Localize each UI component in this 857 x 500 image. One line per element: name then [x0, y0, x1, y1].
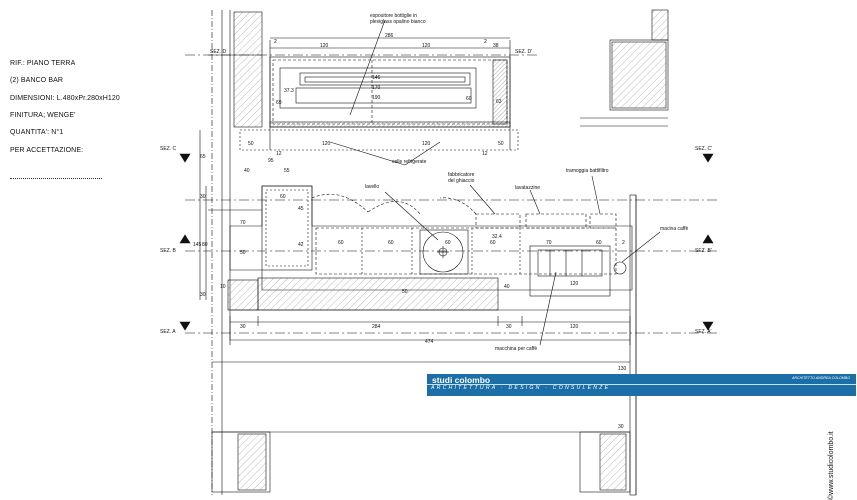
- label-espositore-2: plexiglass opalino bianco: [370, 19, 426, 25]
- dim-30: 30: [200, 194, 206, 200]
- section-label-b-prime: SEZ. B': [695, 248, 712, 254]
- label-espositore-1: espositore bottiglie in: [370, 13, 417, 19]
- dim-63: 63: [496, 99, 502, 105]
- label-macchina: macchina per caffè: [495, 346, 537, 352]
- dim-30: 30: [200, 292, 206, 298]
- dim-45: 45: [298, 206, 304, 212]
- label-macina: macina caffè: [660, 226, 688, 232]
- info-dimensioni: DIMENSIONI: L.480xPr.280xH120: [10, 95, 120, 102]
- section-label-a: SEZ. A: [160, 329, 176, 335]
- dim-60: 60: [338, 240, 344, 246]
- dim-60: 60: [596, 240, 602, 246]
- label-celle: celle refrigerate: [392, 159, 427, 165]
- dim-60: 60: [445, 240, 451, 246]
- dim-170: 170: [372, 85, 381, 91]
- info-item: (2) BANCO BAR: [10, 77, 64, 84]
- label-lavatazzine: lavatazzine: [515, 185, 540, 191]
- section-label-d-prime: SEZ. D': [515, 49, 532, 55]
- dim-70: 70: [546, 240, 552, 246]
- dim-120: 120: [422, 141, 431, 147]
- dim-60: 60: [280, 194, 286, 200]
- dim-12: 12: [276, 151, 282, 157]
- dim-60: 60: [490, 240, 496, 246]
- dim-50: 50: [402, 289, 408, 295]
- dim-70: 70: [240, 220, 246, 226]
- label-fabbricatore-2: del ghiaccio: [448, 178, 475, 184]
- section-label-d: SEZ. D: [210, 49, 227, 55]
- dim-38: 38: [493, 43, 499, 49]
- section-label-c-prime: SEZ. C': [695, 146, 712, 152]
- dim-2: 2: [274, 39, 277, 45]
- dim-474: 474: [425, 339, 434, 345]
- info-accettazione: PER ACCETTAZIONE:: [10, 147, 84, 154]
- dim-120: 120: [320, 43, 329, 49]
- signature-line: [10, 178, 102, 179]
- dim-60: 60: [466, 96, 472, 102]
- section-label-c: SEZ. C: [160, 146, 177, 152]
- dim-50: 50: [240, 250, 246, 256]
- firm-banner: studi colombo ARCHITETTURA · DESIGN · CO…: [427, 374, 856, 396]
- dim-190: 190: [372, 95, 381, 101]
- dim-40: 40: [504, 284, 510, 290]
- dim-40: 40: [244, 168, 250, 174]
- dim-286: 286: [385, 33, 394, 39]
- info-quantita: QUANTITA': N°1: [10, 129, 64, 136]
- label-fabbricatore-1: fabbricatore: [448, 172, 475, 178]
- firm-name: studi colombo: [432, 375, 491, 385]
- dim-145: 145: [193, 242, 202, 248]
- dim-65: 65: [200, 154, 206, 160]
- dim-50: 50: [248, 141, 254, 147]
- dim-10: 10: [220, 284, 226, 290]
- dim-120: 120: [422, 43, 431, 49]
- architect-name: ARCHITETTO ANDREA COLOMBO: [792, 376, 850, 380]
- dim-2: 2: [484, 39, 487, 45]
- website-link[interactable]: ©www.studicolombo.it: [828, 431, 835, 500]
- section-label-b: SEZ. B: [160, 248, 177, 254]
- dim-55: 55: [284, 168, 290, 174]
- dim-80: 80: [202, 242, 208, 248]
- dim-50: 50: [498, 141, 504, 147]
- dim-30: 30: [618, 424, 624, 430]
- dim-30: 30: [506, 324, 512, 330]
- dim-42: 42: [298, 242, 304, 248]
- dim-69: 69: [276, 100, 282, 106]
- banner-divider: [427, 384, 856, 385]
- dim-146: 146: [372, 75, 381, 81]
- dim-130: 130: [618, 366, 627, 372]
- info-finitura: FINITURA; WENGE': [10, 112, 76, 119]
- dim-2: 2: [622, 240, 625, 246]
- dim-284: 284: [372, 324, 381, 330]
- dim-30: 30: [240, 324, 246, 330]
- section-label-a-prime: SEZ. A': [695, 329, 712, 335]
- dim-120: 120: [322, 141, 331, 147]
- dim-120: 120: [570, 281, 579, 287]
- label-tramoggia: tramoggia battifiltro: [566, 168, 609, 174]
- dim-120: 120: [570, 324, 579, 330]
- dim-60: 60: [388, 240, 394, 246]
- dim-373: 37.3: [284, 88, 294, 94]
- firm-tagline: ARCHITETTURA · DESIGN · CONSULENZE: [431, 385, 611, 391]
- dim-324: 32.4: [492, 234, 502, 240]
- dim-95: 95: [268, 158, 274, 164]
- label-lavello: lavello: [365, 184, 379, 190]
- info-rif: RIF.: PIANO TERRA: [10, 60, 76, 67]
- dim-12: 12: [482, 151, 488, 157]
